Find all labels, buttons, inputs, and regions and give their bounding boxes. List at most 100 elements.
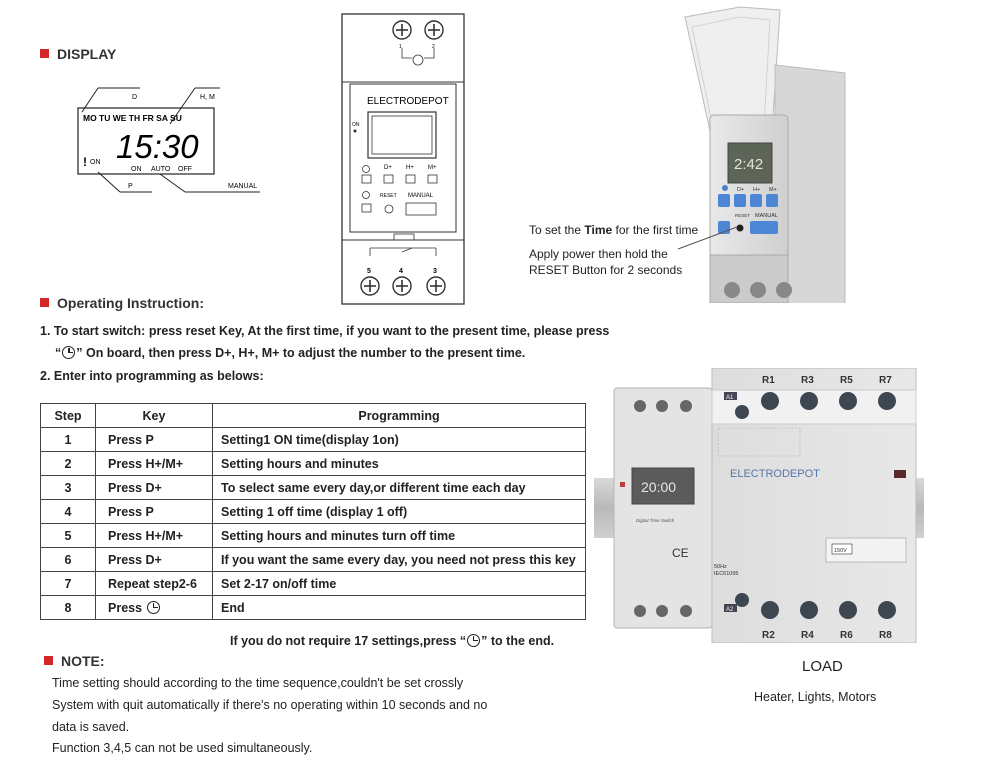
step-cell: 6	[40, 547, 96, 572]
term-5: 5	[367, 268, 371, 275]
r-top-3: R5	[840, 375, 853, 386]
key-cell: Repeat step2-6	[95, 571, 213, 596]
key-cell: Press P	[95, 427, 213, 452]
note-line2: System with quit automatically if there'…	[52, 698, 488, 712]
display-off: OFF	[178, 166, 192, 173]
display-time: 15:30	[116, 128, 199, 165]
photo-btn-h: H+	[753, 187, 760, 193]
photo-note-line1: To set the Time for the first time	[529, 223, 699, 237]
photo-p-button[interactable]	[718, 194, 730, 207]
photo-m-button[interactable]	[766, 194, 778, 207]
key-cell: Press D+	[95, 547, 213, 572]
step-cell: 3	[40, 475, 96, 500]
top-term-2: 2	[432, 44, 435, 50]
h-button[interactable]	[405, 174, 416, 184]
r-top-4: R7	[879, 375, 892, 386]
d-button[interactable]	[383, 174, 394, 184]
load-subtitle: Heater, Lights, Motors	[754, 690, 877, 704]
device-btn-manual: MANUAL	[408, 193, 434, 199]
photo-reset-button[interactable]	[736, 224, 744, 232]
key-cell: Press P	[95, 499, 213, 524]
display-on2: ON	[131, 166, 142, 173]
note-line3: data is saved.	[52, 720, 130, 734]
a2-label: A2	[726, 607, 734, 613]
pointer-line	[677, 226, 738, 250]
device-btn-d: D+	[384, 165, 392, 171]
photo-manual-button[interactable]	[750, 221, 778, 234]
step-cell: 5	[40, 523, 96, 548]
table-header: Programming	[212, 403, 586, 428]
photo-note-line2: Apply power then hold the	[529, 247, 668, 261]
term-3: 3	[433, 268, 437, 275]
small-timer-label: Digital Time Switch	[636, 518, 675, 523]
device-btn-h: H+	[406, 165, 414, 171]
prog-cell: End	[212, 595, 586, 620]
table-header-row: Step Key Programming	[40, 403, 586, 428]
note-heading: NOTE:	[44, 653, 105, 669]
r-top-2: R3	[801, 375, 814, 386]
operating-heading: Operating Instruction:	[40, 295, 204, 311]
r-top-1: R1	[762, 375, 775, 386]
top-term-1: 1	[399, 44, 402, 50]
reset-button[interactable]	[384, 204, 394, 214]
key-cell: Press H+/M+	[95, 523, 213, 548]
step-cell: 1	[40, 427, 96, 452]
display-heading: DISPLAY	[40, 46, 116, 62]
p-button[interactable]	[361, 174, 372, 184]
operating-step2: 2. Enter into programming as belows:	[40, 369, 264, 383]
device-btn-m: M+	[428, 165, 437, 171]
key-cell: Press H+/M+	[95, 451, 213, 476]
display-label-d: D	[132, 94, 137, 101]
prog-cell: Set 2-17 on/off time	[212, 571, 586, 596]
prog-cell: Setting hours and minutes	[212, 451, 586, 476]
manual-button[interactable]	[405, 202, 437, 216]
device-drawing: 1 2 ELECTRODEPOT ON D+ H+ M+ RESET MANUA…	[341, 13, 465, 305]
small-timer	[613, 387, 713, 629]
r-bottom-3: R6	[840, 630, 853, 641]
clock-button[interactable]	[361, 203, 372, 213]
m-button[interactable]	[427, 174, 438, 184]
display-diagram: D H, M MO TU WE TH FR SA SU 15:30 ǃ ON O…	[77, 87, 260, 193]
term-4: 4	[399, 268, 403, 275]
display-on: ON	[90, 159, 101, 166]
clock-icon	[362, 191, 370, 199]
display-label-manual: MANUAL	[228, 183, 257, 190]
a1-label: A1	[726, 395, 734, 401]
device-on: ON	[352, 122, 360, 128]
prog-cell: If you want the same every day, you need…	[212, 547, 586, 572]
photo-h-button[interactable]	[750, 194, 762, 207]
display-label-hm: H, M	[200, 94, 215, 101]
prog-cell: Setting hours and minutes turn off time	[212, 523, 586, 548]
r-bottom-1: R2	[762, 630, 775, 641]
photo-btn-manual: MANUAL	[755, 213, 778, 219]
display-auto: AUTO	[151, 166, 171, 173]
display-label-p: P	[128, 183, 133, 190]
contactor-photo: 20:00 Digital Time Switch CE ELECTRODEPO…	[594, 368, 924, 643]
clock-icon	[62, 346, 76, 359]
step-cell: 2	[40, 451, 96, 476]
device-btn-reset: RESET	[380, 193, 397, 199]
photo-d-button[interactable]	[734, 194, 746, 207]
r-bottom-2: R4	[801, 630, 814, 641]
prog-cell: Setting1 ON time(display 1on)	[212, 427, 586, 452]
operating-step1-b: “” On board, then press D+, H+, M+ to ad…	[55, 346, 526, 360]
display-days: MO TU WE TH FR SA SU	[83, 113, 182, 123]
key-cell: Press	[95, 595, 213, 620]
load-title: LOAD	[802, 658, 843, 675]
prog-cell: To select same every day,or different ti…	[212, 475, 586, 500]
photo-btn-d: D+	[737, 187, 744, 193]
voltage-label: 150V	[834, 548, 847, 554]
r-bottom-4: R8	[879, 630, 892, 641]
note-line1: Time setting should according to the tim…	[52, 676, 464, 690]
photo-note-line3: RESET Button for 2 seconds	[529, 263, 683, 277]
photo-timer-display: 2:42	[734, 156, 763, 173]
